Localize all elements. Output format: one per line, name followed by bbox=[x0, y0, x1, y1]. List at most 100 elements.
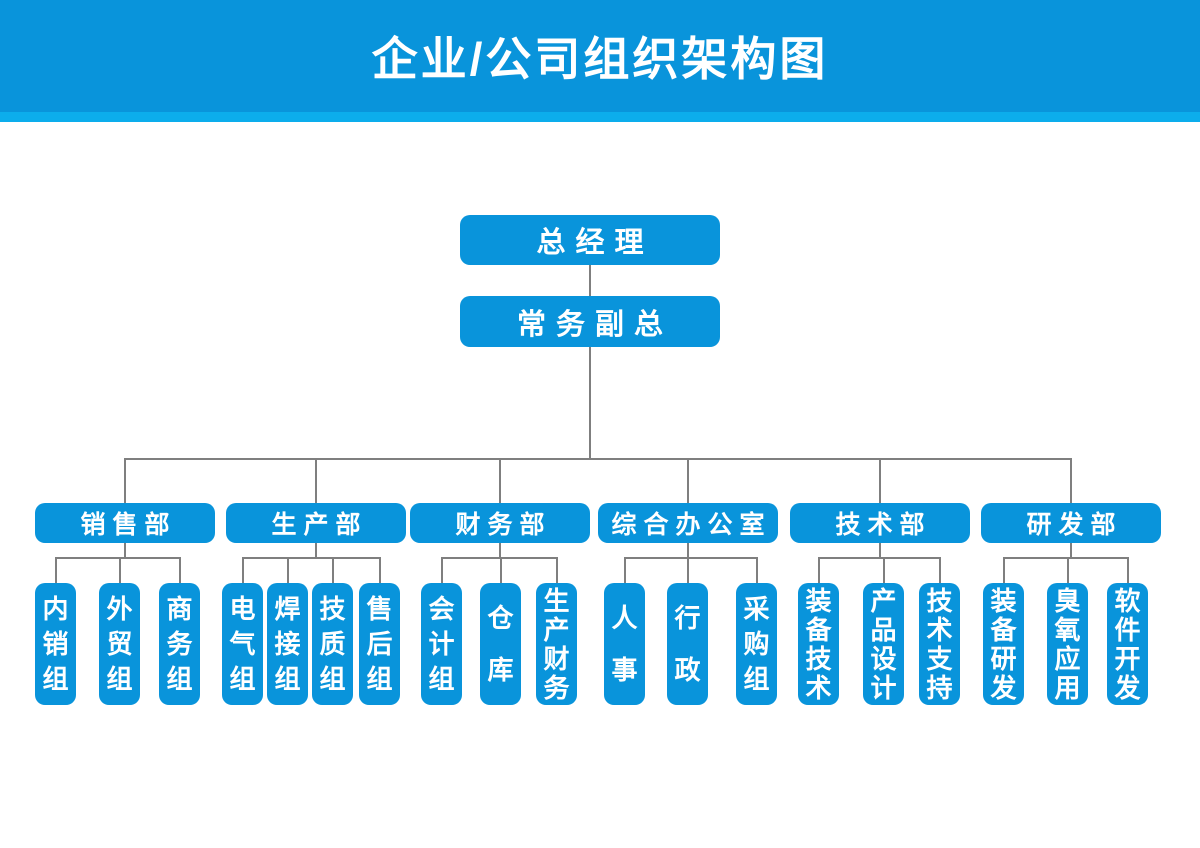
connector-trunk-to-department bbox=[124, 458, 126, 503]
department-label: 生产部 bbox=[271, 511, 368, 539]
connector-group-to-child bbox=[1067, 557, 1069, 583]
child-label-char: 贸 bbox=[106, 629, 133, 659]
child-label-char: 支 bbox=[926, 643, 953, 674]
connector-group-horizontal bbox=[818, 557, 941, 559]
child-box: 售后组 bbox=[359, 583, 400, 705]
child-label-char: 组 bbox=[106, 664, 133, 694]
child-label-char: 仓 bbox=[487, 603, 514, 633]
child-label-char: 计 bbox=[428, 629, 455, 659]
department-box: 生产部 bbox=[226, 503, 406, 543]
child-label-char: 接 bbox=[274, 629, 301, 659]
connector-department-to-group bbox=[1070, 543, 1072, 557]
connector-group-to-child bbox=[556, 557, 558, 583]
connector-trunk-to-department bbox=[1070, 458, 1072, 503]
child-label-char: 产 bbox=[870, 585, 897, 616]
child-label-char: 产 bbox=[543, 614, 570, 645]
child-label-char: 设 bbox=[870, 643, 897, 674]
connector-group-to-child bbox=[500, 557, 502, 583]
child-box: 人事 bbox=[604, 583, 645, 705]
child-label-char: 臭 bbox=[1054, 585, 1081, 616]
child-label-char: 生 bbox=[543, 585, 570, 616]
child-box: 电气组 bbox=[222, 583, 263, 705]
connector-group-to-child bbox=[119, 557, 121, 583]
child-label-char: 销 bbox=[42, 629, 69, 659]
connector-group-horizontal bbox=[1003, 557, 1129, 559]
connector-group-to-child bbox=[1003, 557, 1005, 583]
department-label: 销售部 bbox=[80, 511, 177, 539]
department-box: 技术部 bbox=[790, 503, 970, 543]
child-label-char: 装 bbox=[990, 585, 1017, 616]
deputy-box: 常务副总 bbox=[460, 296, 720, 347]
child-box: 外贸组 bbox=[99, 583, 140, 705]
child-label-char: 用 bbox=[1054, 672, 1081, 703]
child-label-char: 务 bbox=[166, 629, 193, 659]
child-label-char: 组 bbox=[166, 664, 193, 694]
department-box: 研发部 bbox=[981, 503, 1161, 543]
child-label-char: 软 bbox=[1114, 585, 1141, 616]
connector-group-to-child bbox=[939, 557, 941, 583]
connector-group-to-child bbox=[379, 557, 381, 583]
child-label-char: 持 bbox=[926, 672, 953, 703]
connector-department-to-group bbox=[879, 543, 881, 557]
child-label-char: 术 bbox=[926, 614, 953, 645]
department-box: 综合办公室 bbox=[598, 503, 778, 543]
connector-trunk-to-department bbox=[499, 458, 501, 503]
child-label-char: 备 bbox=[990, 614, 1017, 645]
connector-group-to-child bbox=[287, 557, 289, 583]
connector-group-to-child bbox=[818, 557, 820, 583]
connector-group-to-child bbox=[179, 557, 181, 583]
child-label-char: 商 bbox=[166, 594, 193, 624]
child-label-char: 组 bbox=[428, 664, 455, 694]
child-label-char: 组 bbox=[42, 664, 69, 694]
connector-root-deputy bbox=[589, 265, 591, 296]
connector-group-horizontal bbox=[242, 557, 381, 559]
child-box: 臭氧应用 bbox=[1047, 583, 1088, 705]
connector-group-to-child bbox=[55, 557, 57, 583]
title-banner: 企业/公司组织架构图 bbox=[0, 0, 1200, 112]
child-label-char: 行 bbox=[674, 603, 701, 633]
connector-department-to-group bbox=[315, 543, 317, 557]
child-label-char: 财 bbox=[543, 643, 570, 674]
child-label-char: 焊 bbox=[274, 594, 301, 624]
child-box: 行政 bbox=[667, 583, 708, 705]
child-box: 生产财务 bbox=[536, 583, 577, 705]
child-label-char: 品 bbox=[870, 614, 897, 645]
child-box: 采购组 bbox=[736, 583, 777, 705]
connector-group-horizontal bbox=[441, 557, 558, 559]
child-label-char: 气 bbox=[229, 629, 256, 659]
child-label-char: 人 bbox=[611, 603, 638, 633]
child-box: 产品设计 bbox=[863, 583, 904, 705]
connector-group-to-child bbox=[242, 557, 244, 583]
child-box: 内销组 bbox=[35, 583, 76, 705]
child-box: 仓库 bbox=[480, 583, 521, 705]
child-label-char: 技 bbox=[319, 594, 346, 624]
child-label-char: 组 bbox=[274, 664, 301, 694]
child-label-char: 开 bbox=[1114, 643, 1141, 674]
child-label-char: 技 bbox=[805, 643, 832, 674]
child-label-char: 库 bbox=[487, 655, 514, 685]
child-label-char: 发 bbox=[990, 672, 1017, 703]
connector-trunk-to-department bbox=[687, 458, 689, 503]
child-label-char: 组 bbox=[743, 664, 770, 694]
deputy-label: 常务副总 bbox=[516, 308, 673, 341]
connector-group-to-child bbox=[624, 557, 626, 583]
child-label-char: 采 bbox=[743, 594, 770, 624]
child-label-char: 外 bbox=[106, 594, 133, 624]
department-label: 财务部 bbox=[455, 511, 552, 539]
child-label-char: 质 bbox=[319, 629, 346, 659]
child-box: 软件开发 bbox=[1107, 583, 1148, 705]
department-box: 财务部 bbox=[410, 503, 590, 543]
connector-group-to-child bbox=[441, 557, 443, 583]
child-box: 装备研发 bbox=[983, 583, 1024, 705]
connector-group-horizontal bbox=[55, 557, 181, 559]
connector-department-to-group bbox=[687, 543, 689, 557]
child-label-char: 氧 bbox=[1054, 614, 1081, 645]
child-label-char: 后 bbox=[366, 629, 393, 659]
child-label-char: 政 bbox=[674, 655, 701, 685]
child-box: 会计组 bbox=[421, 583, 462, 705]
connector-group-to-child bbox=[883, 557, 885, 583]
page-title: 企业/公司组织架构图 bbox=[371, 33, 829, 85]
banner-accent-strip bbox=[0, 112, 1200, 122]
